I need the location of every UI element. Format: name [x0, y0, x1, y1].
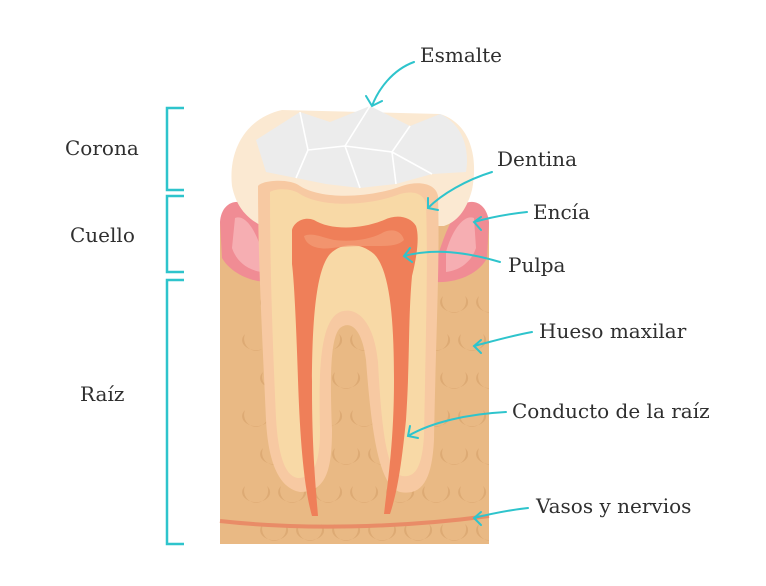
arrow-vasos	[472, 507, 529, 526]
arrow-esmalte	[365, 61, 415, 108]
label-vasos: Vasos y nervios	[535, 494, 691, 518]
vessel-line	[219, 514, 490, 529]
label-cuello: Cuello	[70, 223, 135, 247]
arrow-pulpa	[402, 247, 501, 263]
label-esmalte: Esmalte	[420, 43, 502, 67]
enamel	[256, 106, 467, 188]
bone-texture-mark	[476, 448, 489, 465]
label-hueso: Hueso maxilar	[539, 319, 687, 343]
arrow-encia	[472, 211, 528, 231]
bracket-cuello	[165, 194, 184, 274]
bone-texture-mark	[476, 296, 489, 313]
arrow-conducto	[406, 411, 507, 439]
arrow-dentina	[427, 171, 493, 211]
label-pulpa: Pulpa	[508, 253, 566, 277]
label-encia: Encía	[533, 200, 590, 224]
bracket-corona	[165, 106, 184, 192]
label-conducto: Conducto de la raíz	[512, 399, 710, 423]
pulp-highlight	[304, 230, 404, 249]
label-raiz: Raíz	[80, 382, 124, 406]
arrow-hueso	[472, 331, 533, 354]
bracket-raiz	[165, 278, 184, 546]
label-dentina: Dentina	[497, 147, 577, 171]
bone-texture-mark	[476, 524, 489, 541]
bone-texture-mark	[476, 372, 489, 389]
bone-texture	[242, 296, 489, 541]
label-corona: Corona	[65, 136, 139, 160]
gum-left-inner	[232, 217, 262, 272]
gum-right-inner	[446, 217, 476, 272]
pulp	[292, 216, 418, 516]
enamel-cracks	[295, 105, 433, 189]
